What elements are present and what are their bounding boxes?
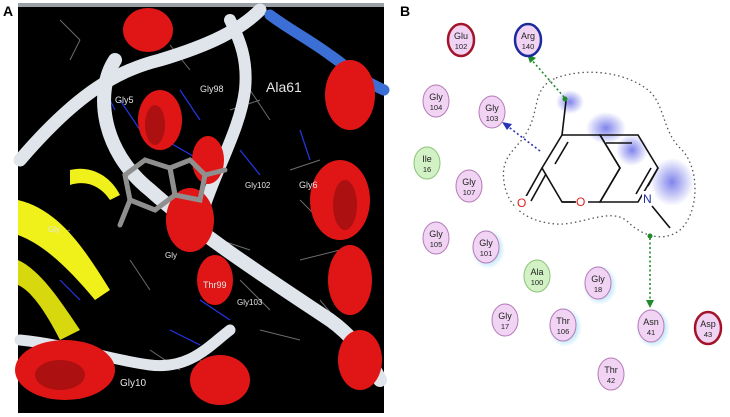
- label-gly6: Gly6: [299, 180, 318, 190]
- structure-scene: Gly5 Gly98 Ala61 Gly102 Gly6 Thr99 Gly10…: [13, 3, 390, 413]
- label-gly-a: Gly: [48, 225, 60, 234]
- panel-a-label: A: [3, 3, 13, 19]
- label-ala61: Ala61: [266, 79, 302, 95]
- label-thr99: Thr99: [203, 280, 227, 290]
- beta-sheet-yellow: [18, 200, 110, 300]
- structure-top-border: [18, 3, 384, 7]
- beta-sheet-yellow-2: [18, 260, 80, 340]
- alpha-helices-shade: [35, 105, 357, 390]
- label-gly5: Gly5: [115, 95, 134, 105]
- structure-residue-labels: Gly5 Gly98 Ala61 Gly102 Gly6 Thr99 Gly10…: [48, 79, 318, 389]
- label-gly98: Gly98: [200, 84, 224, 94]
- beta-sheet-yellow-3: [70, 168, 120, 200]
- label-gly102: Gly102: [245, 181, 271, 190]
- label-gly103: Gly103: [237, 298, 263, 307]
- label-gly10: Gly10: [120, 378, 147, 389]
- ligand-sticks: [117, 157, 228, 228]
- label-gly-b: Gly: [165, 251, 177, 260]
